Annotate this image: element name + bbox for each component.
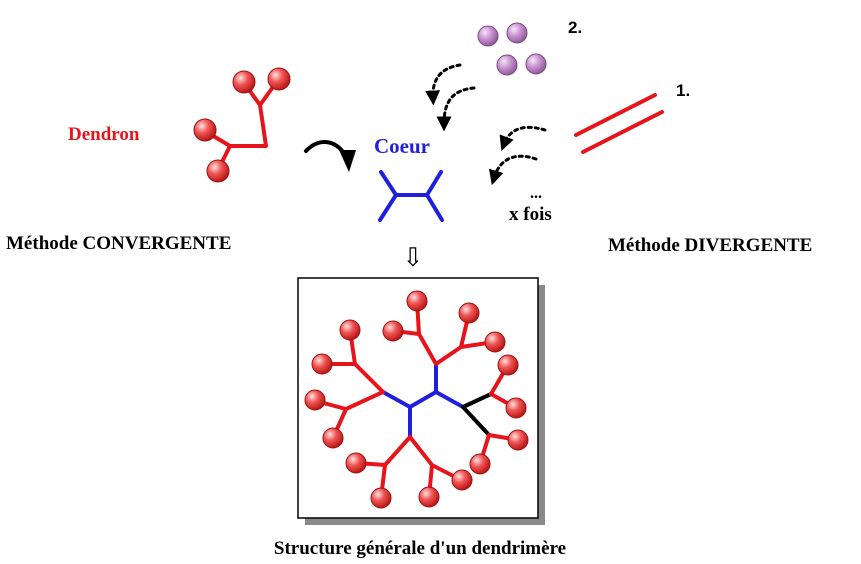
dotted-curved-arrow-icon	[488, 125, 547, 186]
double-bond-icon	[574, 93, 664, 154]
sphere-icon	[477, 25, 499, 47]
sphere-icon	[232, 70, 256, 94]
sphere-icon	[451, 469, 473, 491]
dendron-spheres	[193, 67, 291, 183]
dendron-molecule	[203, 78, 280, 172]
purple-spheres	[477, 22, 547, 76]
sphere-icon	[505, 397, 527, 419]
sphere-icon	[304, 389, 326, 411]
sphere-icon	[406, 290, 428, 312]
method-divergente-label: Méthode DIVERGENTE	[608, 235, 812, 256]
step-1-label: 1.	[676, 81, 690, 100]
sphere-icon	[469, 453, 491, 475]
sphere-icon	[193, 118, 217, 142]
method-convergente-label: Méthode CONVERGENTE	[6, 233, 231, 254]
core-molecule	[378, 170, 444, 222]
curved-arrow-icon	[304, 140, 349, 160]
curved-arrow-head	[339, 150, 356, 172]
sphere-icon	[267, 67, 291, 91]
sphere-icon	[506, 22, 528, 44]
sphere-icon	[497, 354, 519, 376]
x-fois-label: x fois	[509, 204, 552, 225]
sphere-icon	[206, 159, 230, 183]
sphere-icon	[496, 54, 518, 76]
sphere-icon	[311, 353, 333, 375]
coeur-label: Coeur	[374, 134, 430, 158]
sphere-icon	[370, 487, 392, 509]
dendron-label: Dendron	[68, 124, 140, 145]
dotted-curved-arrow-icon	[425, 63, 476, 132]
dendrimer-spheres	[304, 290, 529, 509]
ellipsis-label: ...	[530, 185, 542, 202]
sphere-icon	[382, 320, 404, 342]
sphere-icon	[525, 53, 547, 75]
hollow-down-arrow-icon: ⇩	[402, 243, 424, 272]
dendrimer-structure	[314, 299, 520, 500]
figure-caption: Structure générale d'un dendrimère	[274, 538, 566, 559]
sphere-icon	[458, 302, 480, 324]
sphere-icon	[507, 429, 529, 451]
sphere-icon	[322, 427, 344, 449]
sphere-icon	[339, 319, 361, 341]
step-2-label: 2.	[568, 18, 582, 37]
sphere-icon	[418, 486, 440, 508]
sphere-icon	[484, 331, 506, 353]
sphere-icon	[345, 452, 367, 474]
dendrimer-black-branch	[461, 392, 493, 437]
dendrimer-core	[381, 362, 465, 439]
